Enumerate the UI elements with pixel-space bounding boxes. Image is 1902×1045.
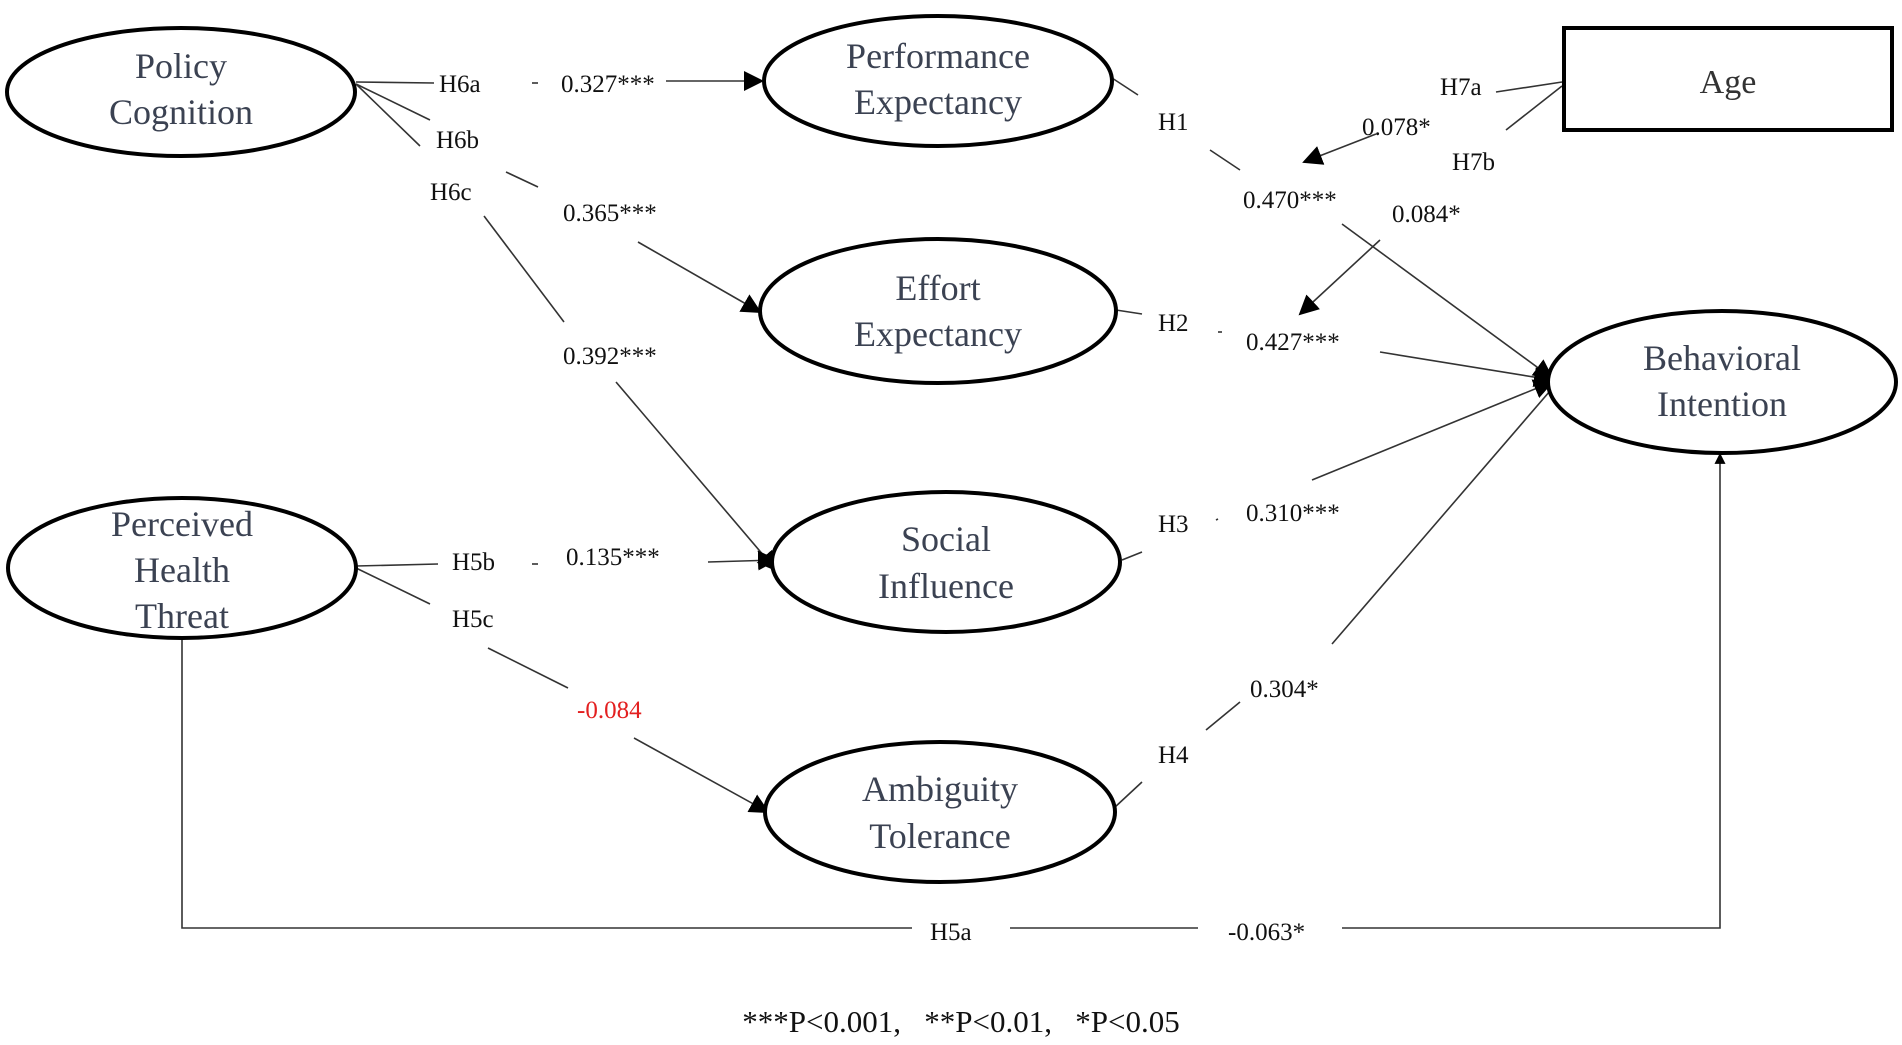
significance-legend: ***P<0.001, **P<0.01, *P<0.05 xyxy=(742,1004,1179,1039)
path-h5c xyxy=(355,567,770,813)
ambiguity-tolerance-label-line2: Tolerance xyxy=(869,816,1010,856)
path-h6b xyxy=(355,83,762,313)
h1-coefficient: 0.470*** xyxy=(1243,187,1337,214)
h3-label: H3 xyxy=(1158,511,1189,538)
node-social-influence: Social Influence xyxy=(770,490,1122,634)
node-performance-expectancy: Performance Expectancy xyxy=(762,14,1114,148)
h4-label: H4 xyxy=(1158,742,1189,769)
path-h7b xyxy=(1298,85,1563,316)
node-perceived-health-threat: Perceived Health Threat xyxy=(6,496,358,640)
h5a-coefficient: -0.063* xyxy=(1228,919,1305,946)
h6a-coefficient: 0.327*** xyxy=(561,71,655,98)
social-influence-label-line1: Social xyxy=(901,519,991,559)
social-influence-label-line2: Influence xyxy=(878,566,1014,606)
effort-expectancy-label-line2: Expectancy xyxy=(854,314,1022,354)
h5b-coefficient: 0.135*** xyxy=(566,544,660,571)
h7b-coefficient: 0.084* xyxy=(1392,201,1461,228)
h6b-label: H6b xyxy=(436,127,479,154)
path-h1 xyxy=(1111,77,1554,380)
h1-label: H1 xyxy=(1158,109,1189,136)
behavioral-intention-label-line1: Behavioral xyxy=(1643,338,1801,378)
path-h5a xyxy=(181,452,1726,929)
node-policy-cognition: Policy Cognition xyxy=(5,26,357,158)
policy-cognition-label-line2: Cognition xyxy=(109,92,253,132)
node-effort-expectancy: Effort Expectancy xyxy=(758,237,1118,385)
behavioral-intention-label-line2: Intention xyxy=(1657,384,1787,424)
perceived-health-threat-label-line2: Health xyxy=(134,550,230,590)
h5c-label: H5c xyxy=(452,606,494,633)
h5b-label: H5b xyxy=(452,549,495,576)
path-h3 xyxy=(1121,379,1554,561)
performance-expectancy-label-line1: Performance xyxy=(846,36,1030,76)
h6a-label: H6a xyxy=(439,71,481,98)
performance-expectancy-label-line2: Expectancy xyxy=(854,82,1022,122)
h7a-label: H7a xyxy=(1440,74,1482,101)
effort-expectancy-label-line1: Effort xyxy=(895,268,980,308)
h5c-coefficient: -0.084 xyxy=(577,697,642,724)
path-h6a xyxy=(355,71,764,91)
h2-coefficient: 0.427*** xyxy=(1246,329,1340,356)
h6b-coefficient: 0.365*** xyxy=(563,200,657,227)
perceived-health-threat-label-line1: Perceived xyxy=(111,504,253,544)
h6c-coefficient: 0.392*** xyxy=(563,343,657,370)
perceived-health-threat-label-line3: Threat xyxy=(135,596,229,636)
h6c-label: H6c xyxy=(430,179,472,206)
node-ambiguity-tolerance: Ambiguity Tolerance xyxy=(763,740,1117,884)
h7b-label: H7b xyxy=(1452,149,1495,176)
h7a-coefficient: 0.078* xyxy=(1362,114,1431,141)
path-h4 xyxy=(1113,383,1557,809)
h4-coefficient: 0.304* xyxy=(1250,676,1319,703)
node-age: Age xyxy=(1562,26,1894,132)
policy-cognition-label-line1: Policy xyxy=(135,46,227,86)
age-label: Age xyxy=(1700,64,1757,101)
path-h2 xyxy=(1115,309,1554,387)
h2-label: H2 xyxy=(1158,310,1189,337)
node-behavioral-intention: Behavioral Intention xyxy=(1546,309,1898,455)
path-h5b xyxy=(355,550,778,571)
h3-coefficient: 0.310*** xyxy=(1246,500,1340,527)
ambiguity-tolerance-label-line1: Ambiguity xyxy=(862,769,1018,809)
path-h7a xyxy=(1302,81,1563,165)
h5a-label: H5a xyxy=(930,919,972,946)
path-h6c xyxy=(355,83,778,572)
